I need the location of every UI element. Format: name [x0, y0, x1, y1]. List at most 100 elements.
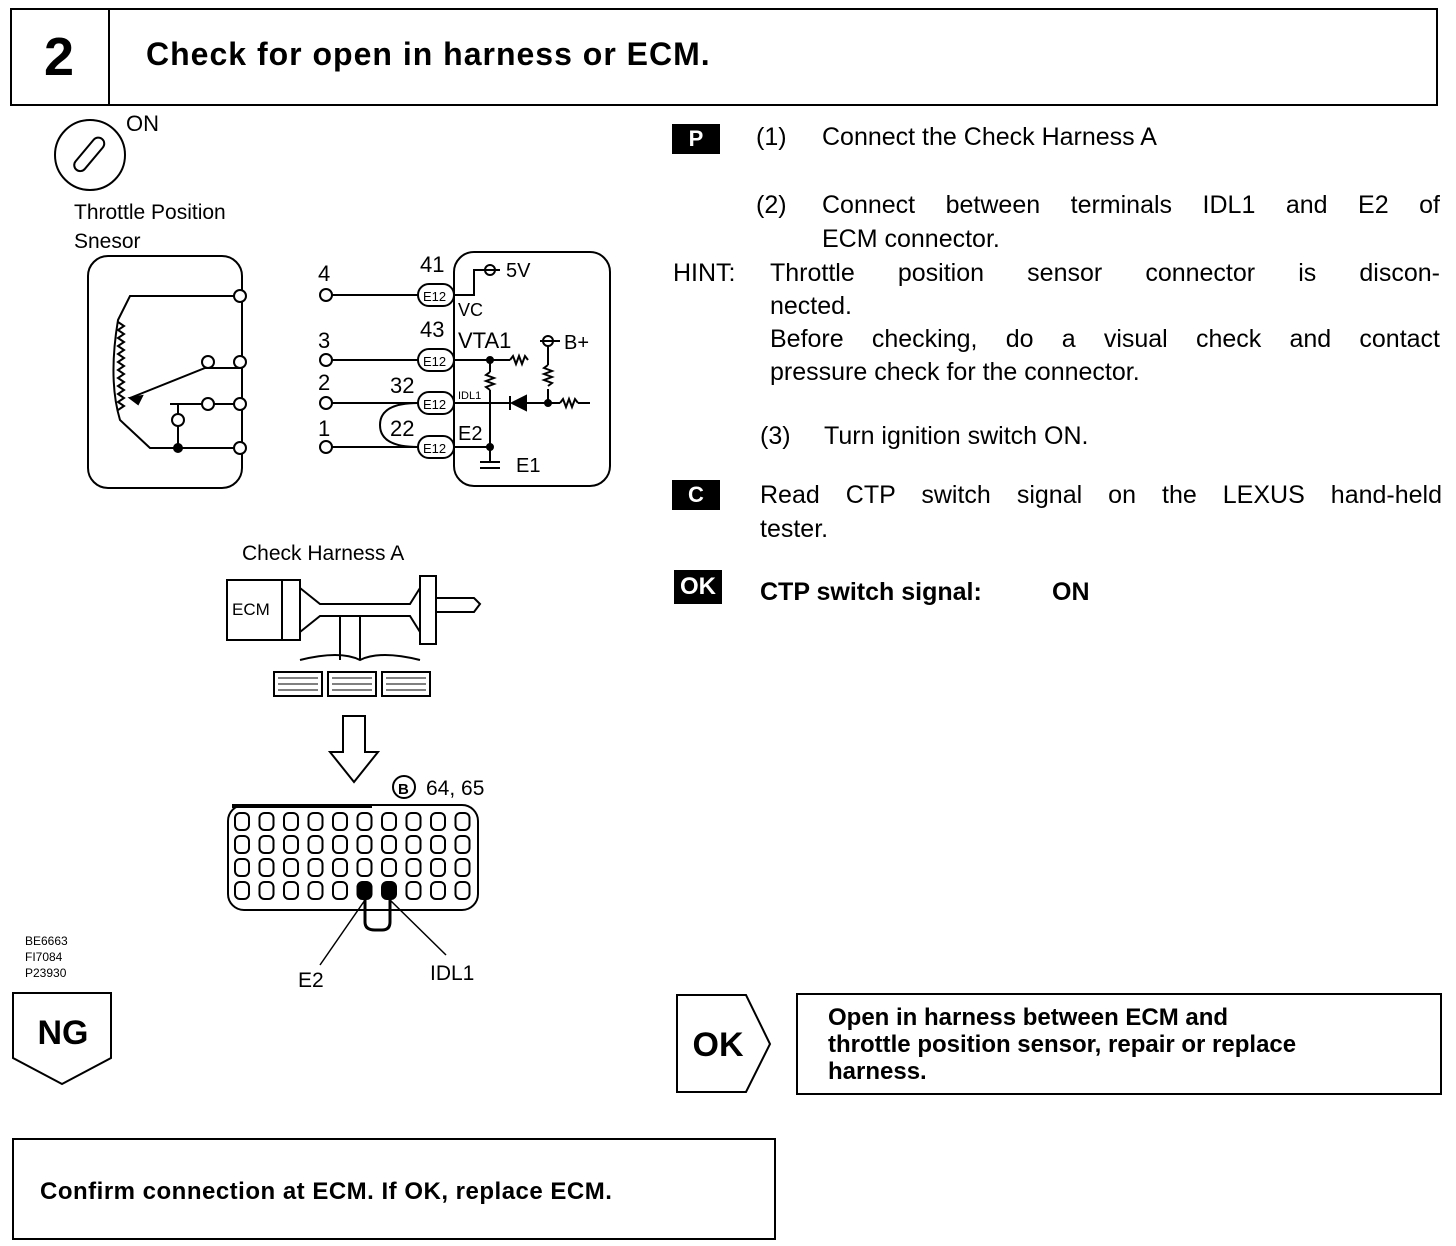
tag-e12: E12	[423, 289, 446, 304]
connector-cavity	[283, 881, 299, 900]
connector-cavity	[332, 835, 348, 854]
connector-idl1-label: IDL1	[430, 962, 474, 985]
connector-cavity	[258, 812, 275, 831]
harness-plug-pattern	[278, 677, 426, 691]
check-line2: tester.	[760, 515, 829, 543]
e12-connector-tags	[417, 283, 455, 459]
label-idl1: IDL1	[458, 390, 481, 402]
connector-cavity	[332, 858, 348, 877]
ecm-block	[453, 251, 611, 487]
connector-cavity	[356, 835, 373, 854]
connector-cavity	[283, 858, 299, 877]
connector-cavity	[454, 881, 471, 900]
ok-criteria-value: ON	[1052, 578, 1090, 606]
connector-cavity	[454, 858, 471, 877]
connector-e2-label: E2	[298, 969, 324, 992]
badge-c: C	[672, 480, 720, 510]
connector-cavity	[307, 812, 324, 831]
ecm-pin-43: 43	[420, 317, 444, 342]
hint-line1: Throttle position sensor connector is di…	[770, 259, 1440, 287]
ignition-on-label: ON	[126, 111, 159, 136]
connector-cavity	[454, 812, 471, 831]
sensor-title-line2: Snesor	[74, 230, 141, 253]
connector-cavity	[430, 812, 446, 831]
connector-cavity	[454, 835, 471, 854]
harness-ecm-label: ECM	[232, 600, 270, 619]
connector-cavity	[234, 858, 250, 877]
step1-number: (1)	[756, 123, 787, 151]
e2-leader-line	[319, 899, 366, 966]
hint-line2: nected.	[770, 292, 853, 320]
connector-cavity	[356, 812, 373, 831]
connector-cavity	[430, 881, 446, 900]
check-line1: Read CTP switch signal on the LEXUS hand…	[760, 481, 1442, 509]
connector-cavity	[430, 835, 446, 854]
throttle-sensor-symbol	[87, 255, 247, 489]
connector-cavity	[381, 835, 397, 854]
ecm-pin-32: 32	[390, 373, 414, 398]
connector-cavity	[332, 812, 348, 831]
ok-criteria-label: CTP switch signal:	[760, 578, 982, 606]
connector-cavity	[307, 835, 324, 854]
check-harness-a-drawing	[226, 575, 482, 697]
connector-cavity	[258, 858, 275, 877]
label-e1: E1	[516, 455, 540, 477]
ng-arrow-tag	[12, 992, 112, 1086]
connector-cavity	[307, 858, 324, 877]
ng-result-text: Confirm connection at ECM. If OK, replac…	[40, 1178, 613, 1205]
connector-cavity	[332, 881, 348, 900]
connector-cavity	[430, 858, 446, 877]
label-vta1: VTA1	[458, 328, 511, 353]
hint-line4: pressure check for the connector.	[770, 358, 1140, 386]
connector-cavity	[234, 881, 250, 900]
figure-code: BE6663	[25, 934, 68, 948]
tag-e12: E12	[423, 441, 446, 456]
badge-ok: OK	[674, 570, 722, 604]
ignition-switch-icon	[54, 119, 126, 191]
pin-2-label: 2	[318, 370, 330, 395]
connector-cavity	[258, 881, 275, 900]
ng-result-box	[12, 1138, 776, 1240]
connector-cavity	[234, 812, 250, 831]
idl1-leader-line	[389, 899, 447, 956]
ok-result-line2: throttle position sensor, repair or repl…	[828, 1031, 1297, 1058]
wiring-diagram: ON Throttle Position Snesor 4 3 2 1	[25, 111, 611, 992]
connector-cavity	[283, 812, 299, 831]
step3-number: (3)	[760, 422, 791, 450]
ecm-pin-22: 22	[390, 416, 414, 441]
connector-cavity	[405, 881, 422, 900]
label-b-plus: B+	[564, 332, 589, 354]
connector-cavity	[381, 858, 397, 877]
step2-line2: ECM connector.	[822, 225, 1000, 253]
connector-cavity	[356, 858, 373, 877]
ok-result-line1: Open in harness between ECM and	[828, 1004, 1229, 1031]
connector-b-marker	[392, 775, 416, 799]
figure-code: P23930	[25, 966, 67, 980]
hint-line3: Before checking, do a visual check and c…	[770, 325, 1440, 353]
connector-letter: B	[398, 781, 409, 798]
sensor-title-line1: Throttle Position	[74, 201, 226, 224]
ok-result-label: OK	[692, 1026, 744, 1064]
ng-label: NG	[37, 1014, 89, 1052]
connector-cavity	[258, 835, 275, 854]
check-harness-title: Check Harness A	[242, 542, 404, 565]
step2-line1: Connect between terminals IDL1 and E2 of	[822, 191, 1440, 219]
harness-wires	[319, 288, 419, 454]
connector-cavity	[283, 835, 299, 854]
badge-p: P	[672, 124, 720, 154]
connector-cavity	[307, 881, 324, 900]
connector-cavity	[234, 835, 250, 854]
step3-text: Turn ignition switch ON.	[824, 422, 1089, 450]
jumper-wire	[363, 896, 392, 932]
tag-e12: E12	[423, 397, 446, 412]
ok-result-box	[796, 993, 1442, 1095]
ecm-connector-b	[227, 804, 479, 911]
step-title: Check for open in harness or ECM.	[146, 36, 711, 72]
pin-1-label: 1	[318, 416, 330, 441]
ecm-pin-41: 41	[420, 252, 444, 277]
pin-4-label: 4	[318, 261, 330, 286]
connector-cavity	[381, 812, 397, 831]
ok-arrow-tag	[676, 994, 772, 1093]
label-vc: VC	[458, 300, 483, 320]
label-e2: E2	[458, 423, 482, 445]
